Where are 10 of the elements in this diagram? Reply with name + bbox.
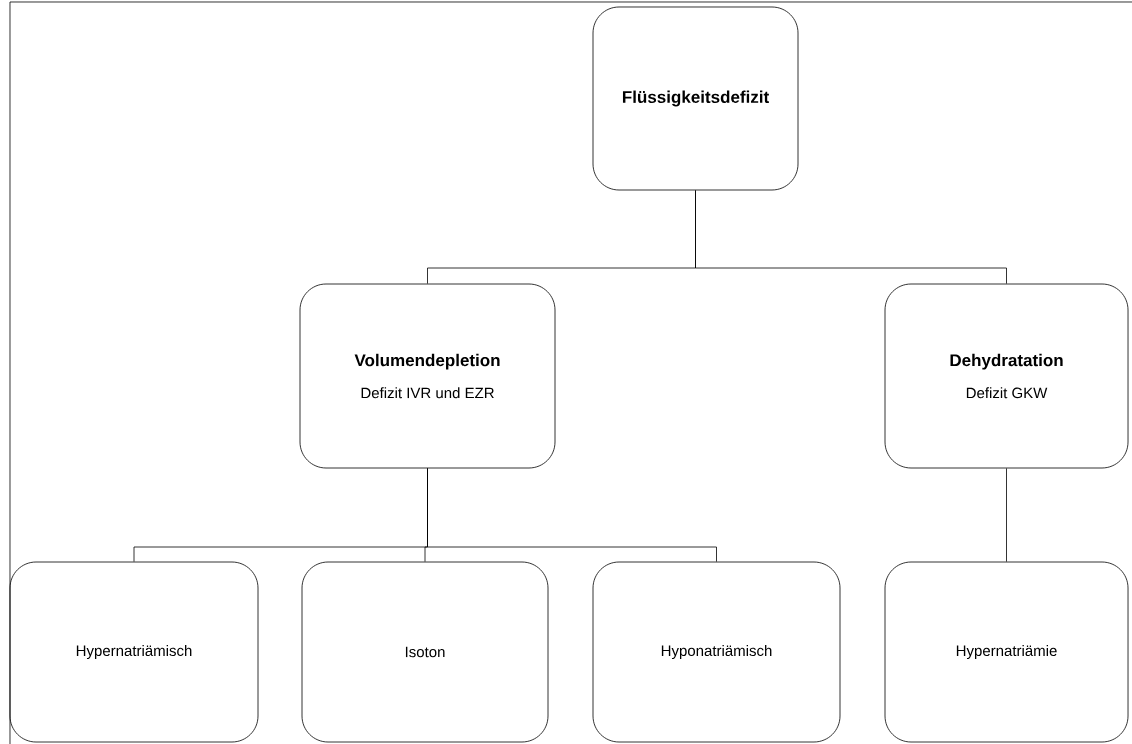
- tree-box: Isoton: [301, 561, 549, 743]
- tree-box: Hypernatriämisch: [9, 561, 259, 743]
- tree-box: Hypernatriämie: [884, 561, 1129, 743]
- tree-box: Flüssigkeitsdefizit: [592, 6, 799, 191]
- connector: [427, 468, 717, 562]
- connector: [695, 190, 1007, 284]
- tree-box: Dehydratation Defizit GKW: [884, 283, 1129, 469]
- tree-box: Hyponatriämisch: [592, 561, 841, 743]
- tree-box: Volumendepletion Defizit IVR und EZR: [299, 283, 556, 469]
- connector: [1006, 468, 1007, 562]
